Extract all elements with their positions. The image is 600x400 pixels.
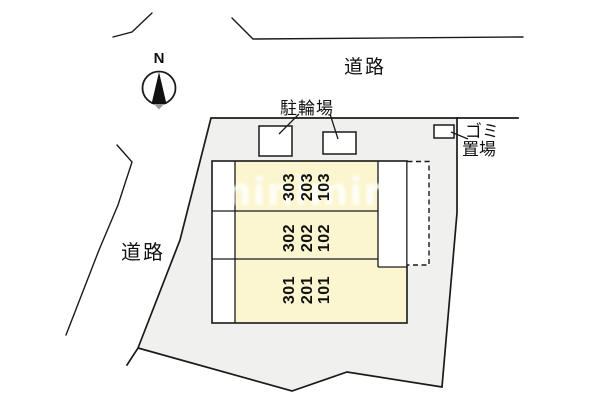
garbage-area-label: ゴミ 置場 xyxy=(462,123,499,159)
bicycle-racks xyxy=(258,125,357,157)
building-body xyxy=(212,161,407,323)
road-label-left: 道路 xyxy=(121,242,165,264)
building xyxy=(211,160,430,324)
unit-label-302: 302 xyxy=(281,223,298,253)
unit-label-301: 301 xyxy=(281,275,298,305)
leader-lines xyxy=(278,113,469,140)
compass-needle-south xyxy=(154,104,164,110)
garbage-label-line2: 置場 xyxy=(462,140,496,159)
road-label-top: 道路 xyxy=(344,57,387,78)
road-lines xyxy=(65,12,524,336)
unit-label-102: 102 xyxy=(316,223,333,253)
garbage-label-line1: ゴミ xyxy=(465,122,499,141)
garbage-box xyxy=(433,124,455,139)
bicycle-parking-label: 駐輪場 xyxy=(280,99,334,118)
unit-label-202: 202 xyxy=(299,223,316,253)
unit-label-303: 303 xyxy=(281,172,298,202)
leader-bicycle-2 xyxy=(329,113,339,140)
leader-garbage xyxy=(450,131,469,140)
watermark: minimini xyxy=(212,170,406,214)
unit-label-101: 101 xyxy=(316,275,333,305)
unit-label-103: 103 xyxy=(316,172,333,202)
bicycle-rack-1 xyxy=(258,125,293,157)
bicycle-rack-2 xyxy=(322,131,357,155)
unit-label-201: 201 xyxy=(299,275,316,305)
right-stairwell xyxy=(378,161,407,267)
road-line-top-right xyxy=(231,17,524,40)
road-line-top-left xyxy=(112,12,153,38)
road-line-left xyxy=(65,144,133,336)
leader-bicycle-1 xyxy=(278,113,300,135)
compass-icon xyxy=(141,70,177,110)
left-corridor xyxy=(212,161,235,323)
building-outline xyxy=(211,160,408,324)
compass-north-label: N xyxy=(153,50,165,67)
boundary-extension-left xyxy=(125,346,140,367)
compass-needle-north xyxy=(151,72,167,104)
dashed-extension xyxy=(407,160,430,266)
unit-label-203: 203 xyxy=(299,172,316,202)
